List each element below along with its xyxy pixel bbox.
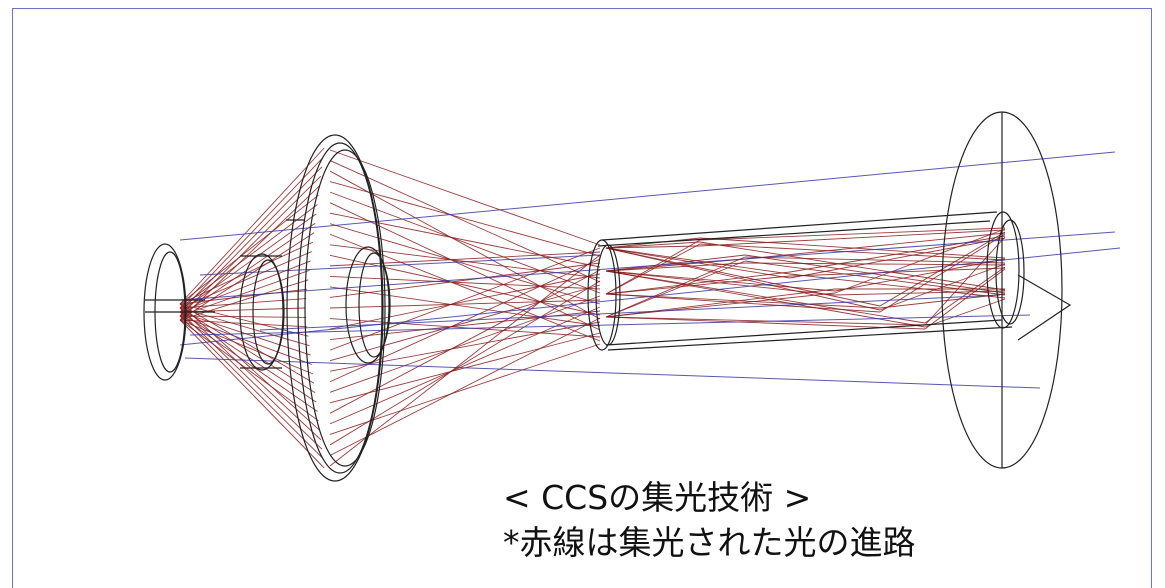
red-ray bbox=[605, 243, 701, 295]
red-ray bbox=[179, 147, 325, 305]
red-ray bbox=[329, 286, 601, 327]
red-ray bbox=[329, 284, 601, 362]
inner-lens bbox=[239, 253, 285, 371]
red-ray bbox=[605, 270, 926, 324]
output-plane bbox=[941, 111, 1063, 469]
red-ray bbox=[179, 288, 308, 305]
red-ray bbox=[179, 319, 325, 469]
red-ray bbox=[834, 228, 1006, 294]
red-ray bbox=[329, 318, 601, 338]
red-ray bbox=[924, 268, 1006, 330]
red-ray bbox=[329, 254, 601, 467]
red-ray bbox=[605, 241, 701, 249]
red-ray bbox=[605, 247, 791, 275]
red-ray bbox=[924, 236, 1006, 326]
red-ray bbox=[605, 288, 836, 318]
red-ray bbox=[699, 227, 1006, 241]
red-ray bbox=[605, 270, 836, 292]
red-ray bbox=[329, 343, 601, 435]
red-ray bbox=[605, 293, 881, 313]
caption-title: < CCSの集光技術 > bbox=[503, 478, 812, 517]
red-ray bbox=[605, 247, 881, 307]
red-ray bbox=[179, 157, 324, 309]
red-ray bbox=[699, 229, 1006, 247]
red-ray bbox=[179, 166, 323, 313]
red-ray bbox=[605, 270, 836, 296]
red-ray bbox=[179, 232, 315, 321]
blue-ray bbox=[179, 151, 1116, 241]
red-ray bbox=[605, 316, 926, 330]
red-ray bbox=[605, 271, 791, 295]
red-ray bbox=[329, 280, 601, 446]
red-ray bbox=[744, 260, 1006, 296]
red-ray bbox=[789, 237, 1006, 279]
red-ray bbox=[605, 275, 791, 295]
red-ray bbox=[329, 149, 601, 246]
red-ray bbox=[924, 266, 1006, 324]
condenser-lens bbox=[286, 134, 391, 482]
red-ray bbox=[744, 232, 1006, 260]
red-ray bbox=[329, 273, 601, 330]
light-pipe bbox=[587, 211, 1025, 351]
red-ray bbox=[605, 292, 836, 318]
optics-elements bbox=[143, 111, 1072, 482]
red-ray bbox=[179, 307, 316, 394]
red-ray bbox=[605, 247, 881, 311]
red-ray bbox=[179, 298, 307, 309]
red-ray bbox=[329, 275, 601, 290]
red-ray bbox=[605, 245, 701, 249]
exit-wedge bbox=[1017, 274, 1072, 341]
red-ray bbox=[329, 317, 601, 456]
red-ray bbox=[329, 254, 601, 316]
blue-ray bbox=[189, 314, 1031, 336]
red-ray bbox=[329, 233, 601, 342]
red-ray bbox=[329, 299, 601, 309]
red-ray bbox=[329, 247, 601, 351]
blue-ray bbox=[179, 247, 1121, 346]
red-ray bbox=[179, 315, 324, 459]
red-ray bbox=[329, 251, 601, 267]
blue-ray bbox=[184, 357, 1041, 389]
red-ray bbox=[179, 303, 315, 384]
caption-note: *赤線は集光された光の進路 bbox=[503, 523, 916, 562]
red-ray bbox=[179, 213, 317, 313]
red-ray bbox=[179, 260, 311, 313]
red-ray bbox=[179, 315, 318, 412]
red-ray bbox=[744, 256, 1006, 264]
red-ray bbox=[699, 243, 1006, 261]
blue-ray bbox=[179, 231, 1116, 301]
red-ray bbox=[605, 270, 926, 328]
red-ray bbox=[789, 267, 1006, 277]
red-ray bbox=[329, 262, 601, 298]
red-ray-bundle bbox=[179, 147, 1006, 469]
red-ray bbox=[329, 181, 601, 257]
red-ray bbox=[924, 298, 1006, 328]
red-ray bbox=[179, 194, 319, 305]
red-ray bbox=[329, 295, 601, 393]
red-ray bbox=[605, 247, 791, 279]
blue-ray-bundle bbox=[179, 151, 1121, 389]
red-ray bbox=[605, 262, 746, 272]
red-ray bbox=[329, 160, 601, 283]
red-ray bbox=[605, 260, 746, 318]
blue-ray bbox=[199, 254, 601, 276]
red-ray bbox=[744, 254, 1006, 294]
red-ray bbox=[329, 269, 601, 414]
source-lens bbox=[143, 243, 215, 381]
red-ray bbox=[329, 212, 601, 268]
red-ray bbox=[834, 290, 1006, 296]
red-ray bbox=[329, 321, 601, 372]
